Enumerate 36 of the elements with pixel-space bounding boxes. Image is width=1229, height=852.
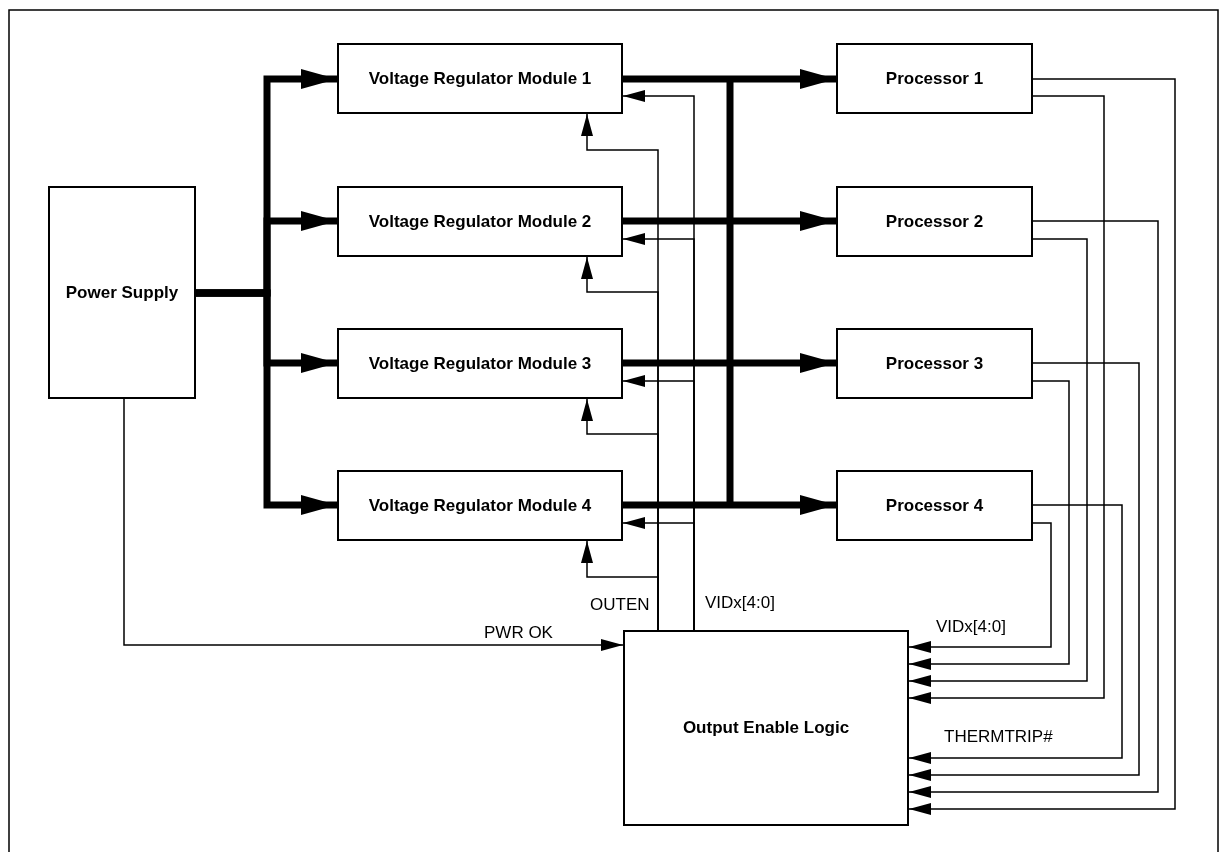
edge-label: VIDx[4:0]: [705, 593, 775, 613]
arrow: [908, 78, 1176, 815]
process-box: [337, 470, 623, 541]
node-label: Power Supply: [65, 281, 179, 304]
process-box: [48, 186, 196, 399]
edge-label: PWR OK: [484, 623, 553, 643]
arrow: [908, 238, 1088, 687]
arrow: [908, 380, 1070, 670]
process-box: [337, 186, 623, 257]
node-label: Voltage Regulator Module 4: [368, 494, 592, 517]
arrow: [123, 398, 624, 651]
arrow: [908, 220, 1159, 798]
process-box: [836, 470, 1033, 541]
arrow: [908, 504, 1123, 764]
arrow: [908, 362, 1140, 781]
process-box: [836, 43, 1033, 114]
edge-label: OUTEN: [590, 595, 650, 615]
process-box: [337, 328, 623, 399]
node-label: Voltage Regulator Module 2: [368, 210, 592, 233]
node-label: Processor 3: [885, 352, 984, 375]
arrow: [908, 522, 1052, 653]
process-box: [337, 43, 623, 114]
node-label: Processor 2: [885, 210, 984, 233]
edge-label: VIDx[4:0]: [936, 617, 1006, 637]
arrow: [581, 540, 659, 631]
process-box: [623, 630, 909, 826]
node-label: Voltage Regulator Module 1: [368, 67, 592, 90]
arrow: [622, 517, 695, 631]
node-label: Processor 4: [885, 494, 984, 517]
node-label: Processor 1: [885, 67, 984, 90]
process-box: [836, 186, 1033, 257]
node-label: Output Enable Logic: [682, 717, 850, 739]
arrow: [908, 95, 1105, 704]
edge-label: THERMTRIP#: [944, 727, 1053, 747]
process-box: [836, 328, 1033, 399]
node-label: Voltage Regulator Module 3: [368, 352, 592, 375]
